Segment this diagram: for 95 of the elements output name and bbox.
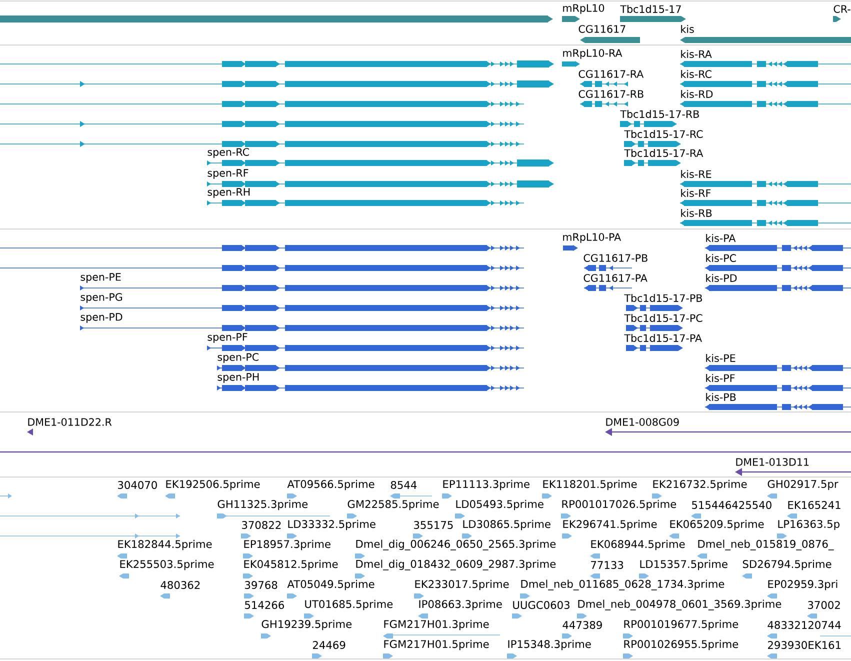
feature-label: CG11617-RB <box>578 90 644 98</box>
feature-label: 515446425540 <box>692 500 772 510</box>
feature-label: kis-PF <box>706 374 735 382</box>
feature-label: EK216732.5prime <box>653 480 747 490</box>
feature-label: 480362 <box>160 580 200 590</box>
feature-label: EK045812.5prime <box>244 560 338 570</box>
feature-label: kis-RE <box>681 170 712 178</box>
feature-label: LD33332.5prime <box>288 520 376 530</box>
feature-label: EP18957.3prime <box>244 540 330 550</box>
feature-label: Dmel_dig_006246_0650_2565.3prime <box>356 540 556 550</box>
feature-label: CR- <box>834 5 850 13</box>
feature-label: GH19239.5prime <box>262 620 352 630</box>
feature-label: LP16363.5p <box>778 520 840 530</box>
feature-label: RP001019677.5prime <box>624 620 738 630</box>
feature-label: Tbc1d15-17-RA <box>624 149 704 157</box>
feature-label: DME1-013D11 <box>736 458 809 466</box>
feature-label: kis-PE <box>706 354 736 362</box>
feature-label: AT05049.5prime <box>287 580 374 590</box>
feature-label: IP08663.3prime <box>419 600 502 610</box>
feature-label: 514266 <box>245 600 284 610</box>
feature-label: kis-PB <box>706 393 736 401</box>
feature-label: kis <box>681 25 694 33</box>
feature-label: EP11113.3prime <box>443 480 530 490</box>
feature-label: AT09566.5prime <box>287 480 374 490</box>
feature-label: spen-PE <box>80 273 121 283</box>
feature-label: mRpL10-PA <box>563 233 622 243</box>
feature-label: GM22585.5prime <box>348 500 439 510</box>
feature-label: CG11617 <box>578 25 626 33</box>
feature-label: kis-RA <box>681 50 712 58</box>
feature-label: 37002 <box>808 600 840 610</box>
feature-label: kis-PA <box>706 234 736 242</box>
feature-label: FGM217H01.5prime <box>384 640 489 650</box>
feature-label: EK065209.5prime <box>670 520 764 530</box>
feature-label: EK233017.5prime <box>415 580 509 590</box>
feature-label: kis-RD <box>681 90 713 98</box>
feature-label: spen-PD <box>80 313 122 323</box>
feature-label: kis-PC <box>706 254 736 262</box>
feature-label: 39768 <box>245 580 278 590</box>
feature-label: UT01685.5prime <box>305 600 393 610</box>
feature-label: mRpL10 <box>563 4 604 14</box>
feature-label: EK118201.5prime <box>543 480 637 490</box>
feature-label: 293930EK161 <box>768 640 841 650</box>
feature-label: 304070 <box>118 480 157 490</box>
feature-label: spen-PH <box>218 373 259 383</box>
feature-label: RP001017026.5prime <box>562 500 676 510</box>
feature-label: EK296741.5prime <box>563 520 657 530</box>
feature-label: RP001026955.5prime <box>624 640 738 650</box>
feature-label: EK165241 <box>788 500 840 510</box>
feature-label: SD26794.5prime <box>742 560 832 570</box>
feature-label: Tbc1d15-17-PB <box>624 294 702 302</box>
feature-label: EP02959.3pri <box>768 580 838 590</box>
feature-label: spen-RH <box>208 188 250 198</box>
feature-label: 48332120744 <box>768 620 841 630</box>
feature-label: 24469 <box>313 640 346 650</box>
feature-label: kis-RC <box>681 70 712 78</box>
feature-label: 355175 <box>414 520 453 530</box>
feature-label: Dmel_neb_015819_0876_ <box>698 540 834 550</box>
feature-label: CG11617-PA <box>584 274 648 282</box>
feature-label: DME1-008G09 <box>606 418 679 426</box>
feature-label: 77133 <box>591 560 624 570</box>
feature-label: kis-RF <box>681 189 711 197</box>
feature-label: kis-PD <box>706 274 737 282</box>
feature-label: Tbc1d15-17-PC <box>624 314 702 322</box>
feature-label: CG11617-RA <box>578 70 644 78</box>
feature-label: mRpL10-RA <box>563 49 622 59</box>
feature-label: GH11325.3prime <box>218 500 308 510</box>
feature-label: FGM217H01.3prime <box>384 620 489 630</box>
feature-label: UUGC0603 <box>513 600 570 610</box>
feature-label: 370822 <box>242 520 281 530</box>
feature-label: Dmel_dig_018432_0609_2987.3prime <box>356 560 556 570</box>
feature-label: Tbc1d15-17-RC <box>624 130 703 138</box>
feature-label: LD05493.5prime <box>456 500 544 510</box>
feature-label: DME1-011D22.R <box>28 418 112 426</box>
feature-label: Tbc1d15-17-PA <box>624 334 702 342</box>
feature-label: LD30865.5prime <box>463 520 550 530</box>
feature-label: EK192506.5prime <box>166 480 260 490</box>
feature-label: Tbc1d15-17 <box>620 5 681 13</box>
feature-label: spen-PF <box>208 333 248 343</box>
feature-label: IP15348.3prime <box>508 640 591 650</box>
feature-label: spen-PC <box>218 353 259 363</box>
feature-label: EK255503.5prime <box>120 560 214 570</box>
feature-label: EK182844.5prime <box>118 540 212 550</box>
feature-label: 447389 <box>562 620 602 630</box>
feature-label: spen-PG <box>80 293 122 303</box>
feature-label: spen-RC <box>208 148 249 158</box>
feature-label: 8544 <box>390 480 417 490</box>
feature-label: Dmel_neb_004978_0601_3569.3prime <box>578 600 782 610</box>
feature-label: Tbc1d15-17-RB <box>620 110 699 118</box>
feature-label: EK068944.5prime <box>591 540 685 550</box>
feature-label: kis-RB <box>681 209 712 217</box>
feature-label: Dmel_neb_011685_0628_1734.3prime <box>521 580 724 590</box>
feature-label: LD15357.5prime <box>640 560 728 570</box>
feature-label: CG11617-PB <box>584 254 648 262</box>
feature-label: GH02917.5pr <box>768 480 838 490</box>
feature-label: spen-RF <box>208 169 248 179</box>
